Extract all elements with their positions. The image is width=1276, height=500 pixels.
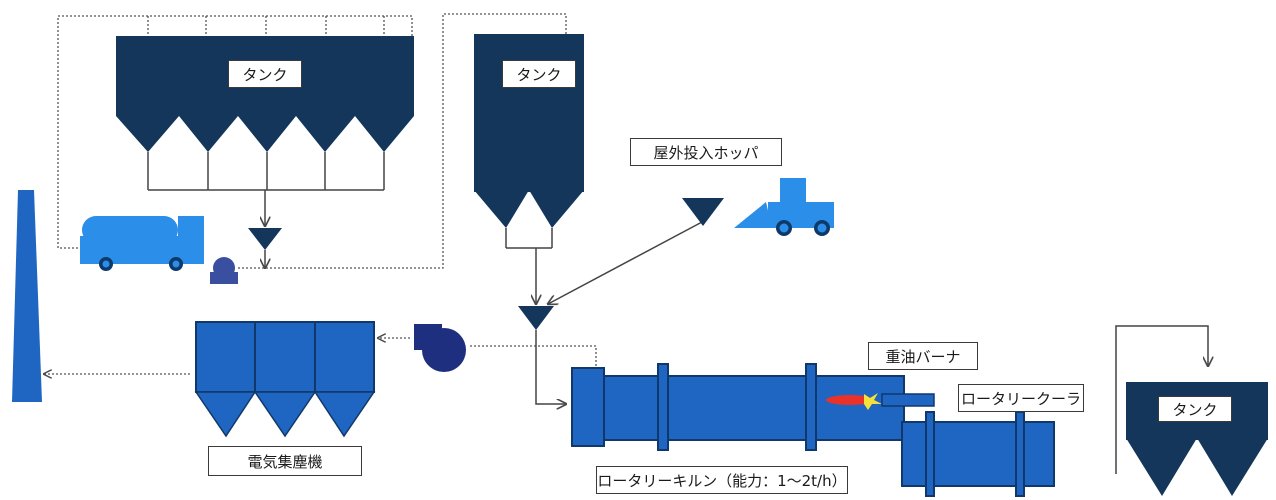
rotary-kiln-label: ロータリーキルン（能力：1～2t/h）: [596, 466, 848, 494]
large-tank: [116, 36, 414, 152]
burner-flame-icon: [826, 393, 882, 410]
burner-lance: [881, 393, 935, 407]
exhaust-fan-icon: [414, 324, 466, 372]
electrostatic-precipitator-label: 電気集塵機: [208, 446, 362, 476]
large-tank-collector: [147, 152, 385, 226]
cooler-to-tank-line: [1115, 325, 1208, 474]
dump-truck-icon: [734, 178, 834, 236]
tanker-truck-icon: [80, 216, 204, 271]
tank-tall-label: タンク: [502, 60, 576, 88]
tank-right-label: タンク: [1158, 396, 1232, 422]
blower-icon: [210, 257, 238, 284]
feed-line-to-kiln: [535, 330, 566, 404]
small-hopper-left: [248, 228, 282, 250]
rotary-cooler-label: ロータリークーラ: [958, 384, 1084, 412]
electrostatic-precipitator: [194, 321, 376, 438]
right-tank: [1126, 382, 1268, 496]
stack-icon: [12, 190, 42, 402]
outdoor-hopper-label: 屋外投入ホッパ: [630, 138, 782, 166]
heavy-oil-burner-label: 重油バーナ: [868, 342, 978, 370]
outdoor-hopper: [682, 198, 724, 226]
rotary-cooler: [901, 411, 1055, 497]
feed-hopper: [518, 306, 554, 330]
rotary-kiln: [571, 363, 905, 451]
tank-large-label: タンク: [228, 60, 302, 88]
dotted-conveying-lines: [44, 13, 597, 374]
